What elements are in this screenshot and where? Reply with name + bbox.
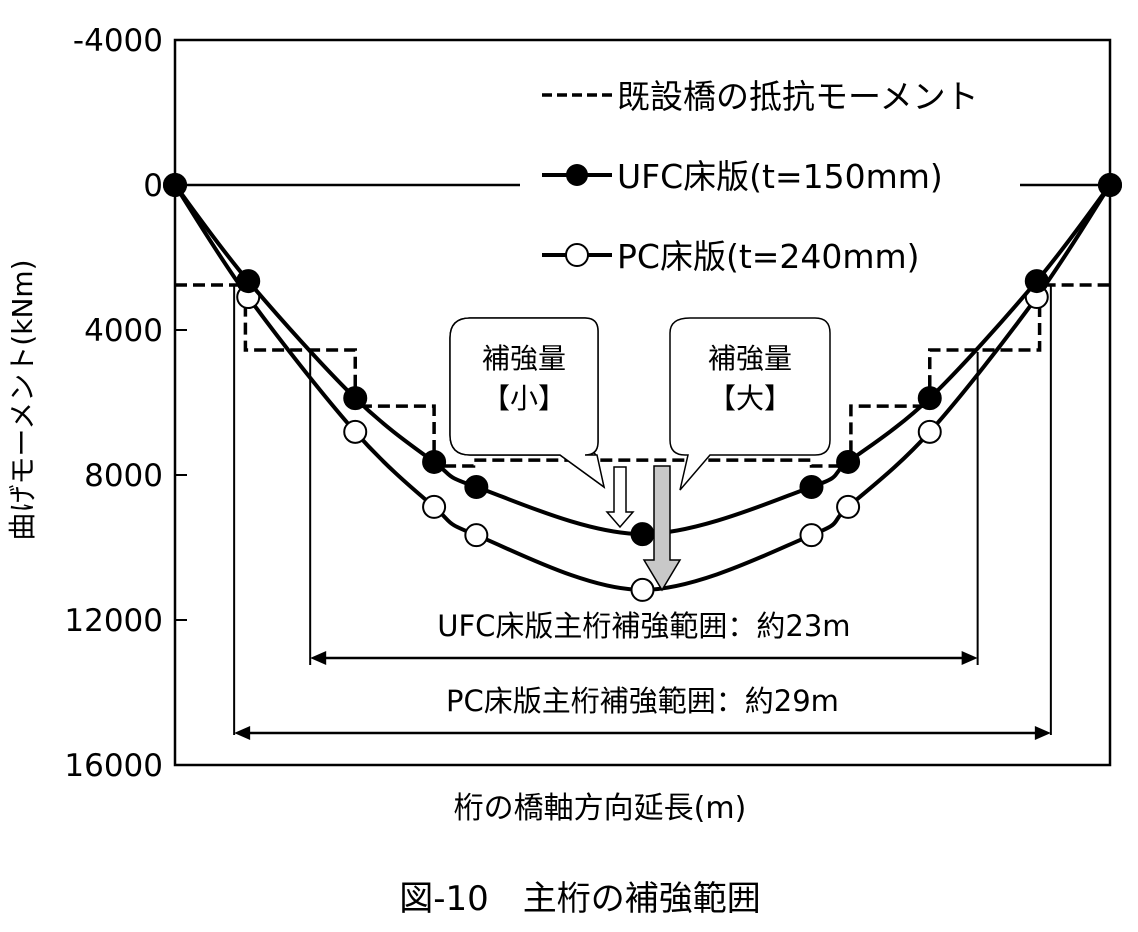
resistance-moment-line bbox=[175, 283, 1110, 468]
pc-data-point bbox=[799, 523, 824, 548]
pc-data-point bbox=[343, 419, 368, 444]
legend: 既設橋の抵抗モーメント UFC床版(t=150mm) PC床版(t=240mm) bbox=[520, 60, 1020, 290]
x-axis-label: 桁の橋軸方向延長(m) bbox=[454, 791, 747, 826]
y-tick-label: 0 bbox=[143, 168, 163, 204]
pc-data-point bbox=[917, 419, 942, 444]
callout-large: 補強量 【大】 bbox=[669, 317, 831, 491]
ufc-range-label: UFC床版主桁補強範囲：約23m bbox=[437, 609, 850, 643]
ufc-data-point bbox=[799, 474, 824, 499]
y-axis-label: 曲げモーメント(kNm) bbox=[6, 259, 39, 540]
ufc-data-point bbox=[464, 474, 489, 499]
pc-data-point bbox=[422, 494, 447, 519]
ufc-data-point bbox=[917, 386, 942, 411]
callout-large-line1: 補強量 bbox=[708, 342, 792, 375]
ufc-data-point bbox=[163, 173, 187, 197]
y-tick-label: 16000 bbox=[64, 748, 163, 784]
legend-marker-filled bbox=[566, 164, 588, 186]
ufc-data-point bbox=[1098, 173, 1122, 197]
y-tick-label: 8000 bbox=[84, 458, 163, 494]
plot-frame bbox=[173, 38, 1112, 767]
y-tick-label: 12000 bbox=[64, 603, 163, 639]
legend-label-ufc: UFC床版(t=150mm) bbox=[617, 157, 943, 196]
legend-label-pc: PC床版(t=240mm) bbox=[617, 237, 920, 276]
y-tick-label: 4000 bbox=[84, 313, 163, 349]
callout-large-line2: 【大】 bbox=[708, 382, 792, 415]
pc-data-point bbox=[464, 523, 489, 548]
small-reinforcement-arrow bbox=[605, 466, 635, 529]
ufc-data-point bbox=[343, 386, 368, 411]
callout-small-line2: 【小】 bbox=[482, 382, 566, 415]
callout-small-line1: 補強量 bbox=[482, 342, 566, 375]
callout-small: 補強量 【小】 bbox=[449, 317, 606, 489]
ufc-data-point bbox=[236, 269, 261, 294]
y-tick-label: -4000 bbox=[73, 23, 163, 59]
ufc-data-point bbox=[630, 522, 655, 547]
legend-label-resistance: 既設橋の抵抗モーメント bbox=[617, 77, 979, 116]
pc-data-point bbox=[630, 577, 655, 602]
pc-range-label: PC床版主桁補強範囲：約29m bbox=[446, 684, 839, 718]
ufc-data-point bbox=[422, 449, 447, 474]
large-reinforcement-arrow bbox=[642, 465, 682, 592]
ufc-data-point bbox=[836, 449, 861, 474]
pc-data-point bbox=[836, 494, 861, 519]
legend-marker-hollow bbox=[565, 243, 589, 267]
ufc-data-point bbox=[1024, 269, 1049, 294]
figure-caption: 図-10 主桁の補強範囲 bbox=[399, 879, 761, 919]
